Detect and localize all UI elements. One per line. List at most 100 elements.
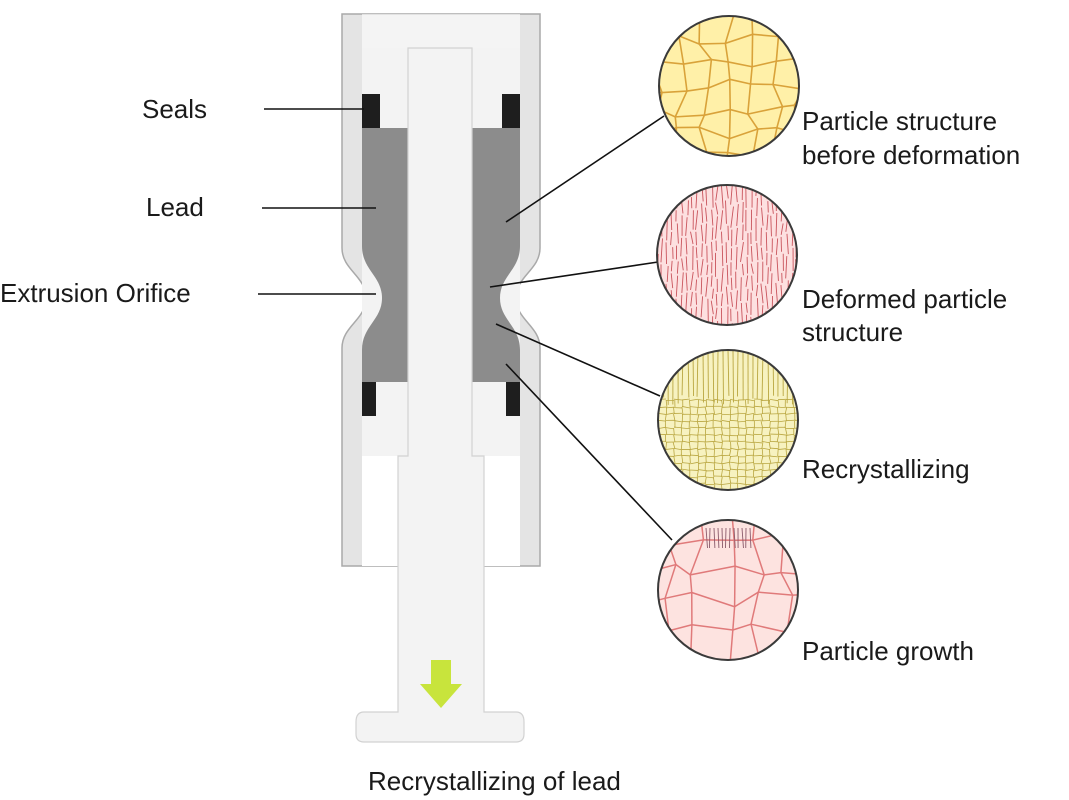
grain-boundary	[780, 300, 783, 320]
grain-boundary	[769, 455, 779, 458]
grain-boundary	[680, 420, 683, 429]
grain-boundary	[685, 185, 688, 199]
grain-boundary	[752, 539, 765, 576]
grain-boundary	[633, 690, 638, 715]
grain-boundary	[658, 476, 659, 485]
grain-boundary	[845, 602, 847, 634]
grain-boundary	[724, 43, 729, 63]
grain-boundary	[769, 461, 779, 464]
grain-boundary	[721, 448, 731, 450]
grain-boundary	[805, 34, 820, 40]
grain-boundary	[775, 282, 779, 306]
grain-boundary	[721, 461, 731, 465]
grain-boundary	[776, 257, 779, 281]
grain-boundary	[691, 624, 733, 631]
grain-boundary	[777, 399, 780, 408]
grain-boundary	[685, 272, 688, 291]
grain-boundary	[745, 412, 755, 416]
grain-boundary	[744, 469, 747, 478]
grain-boundary	[689, 426, 699, 429]
grain-boundary	[785, 205, 788, 217]
grain-boundary	[726, 264, 729, 285]
grain-boundary	[658, 469, 667, 471]
grain-boundary	[760, 324, 764, 325]
grain-boundary	[705, 448, 715, 450]
grain-boundary	[745, 433, 755, 436]
grain-boundary	[740, 241, 744, 262]
grain-boundary	[616, 533, 646, 545]
grain-boundary	[689, 413, 699, 416]
grain-boundary	[665, 412, 675, 415]
grain-boundary	[680, 237, 683, 257]
grain-boundary	[761, 483, 764, 490]
grain-boundary	[615, 715, 633, 725]
grain-boundary	[761, 427, 763, 436]
grain-boundary	[791, 202, 794, 215]
grain-boundary	[725, 33, 753, 45]
grain-boundary	[681, 406, 691, 409]
grain-boundary	[685, 292, 688, 312]
grain-boundary	[720, 476, 723, 485]
grain-boundary	[720, 268, 724, 292]
grain-boundary	[668, 624, 693, 632]
grain-boundary	[712, 350, 715, 403]
grain-boundary	[676, 261, 679, 274]
grain-boundary	[670, 273, 674, 289]
grain-boundary	[768, 462, 771, 471]
grain-boundary	[673, 448, 675, 457]
grain-boundary	[681, 455, 684, 464]
grain-boundary	[745, 406, 748, 415]
grain-boundary	[729, 399, 731, 408]
grain-boundary	[673, 426, 683, 429]
grain-boundary	[664, 483, 668, 490]
grain-boundary	[720, 293, 723, 307]
grain-boundary	[709, 527, 711, 549]
grain-boundary	[673, 427, 675, 436]
grain-boundary	[750, 0, 752, 15]
grain-boundary	[659, 138, 662, 154]
grain-boundary	[706, 264, 709, 275]
grain-boundary	[673, 406, 675, 415]
grain-boundary	[730, 185, 733, 205]
grain-boundary	[750, 624, 760, 656]
grain-boundary	[658, 630, 670, 637]
grain-boundary	[626, 108, 635, 139]
grain-boundary	[793, 455, 798, 457]
grain-boundary	[746, 157, 752, 184]
grain-boundary	[707, 59, 713, 89]
grain-boundary	[737, 405, 747, 408]
grain-boundary	[712, 476, 715, 485]
grain-boundary	[696, 350, 699, 397]
grain-boundary	[779, 652, 789, 660]
grain-boundary	[696, 469, 699, 478]
grain-boundary	[665, 406, 675, 409]
grain-boundary	[760, 420, 764, 429]
grain-boundary	[671, 662, 672, 692]
grain-boundary	[658, 483, 659, 490]
grain-boundary	[786, 293, 789, 316]
grain-boundary	[747, 113, 759, 130]
grain-boundary	[812, 575, 813, 594]
grain-boundary	[661, 185, 664, 206]
stage-1-label-line2: before deformation	[802, 140, 1020, 170]
grain-boundary	[745, 398, 755, 402]
grain-boundary	[732, 623, 752, 631]
grain-boundary	[785, 448, 788, 457]
grain-boundary	[670, 231, 673, 246]
grain-boundary	[673, 455, 676, 464]
grain-boundary	[793, 419, 798, 422]
grain-boundary	[729, 406, 732, 415]
grain-boundary	[767, 350, 770, 405]
grain-boundary	[658, 419, 667, 422]
grain-boundary	[785, 427, 788, 436]
grain-boundary	[784, 406, 788, 415]
grain-boundary	[753, 441, 763, 444]
grain-boundary	[757, 126, 777, 130]
grain-boundary	[775, 307, 779, 325]
grain-boundary	[697, 448, 699, 457]
seal-top-right	[502, 94, 520, 128]
grain-boundary	[639, 690, 673, 692]
grain-boundary	[681, 398, 691, 401]
grain-boundary	[610, 661, 613, 686]
grain-boundary	[674, 90, 688, 118]
